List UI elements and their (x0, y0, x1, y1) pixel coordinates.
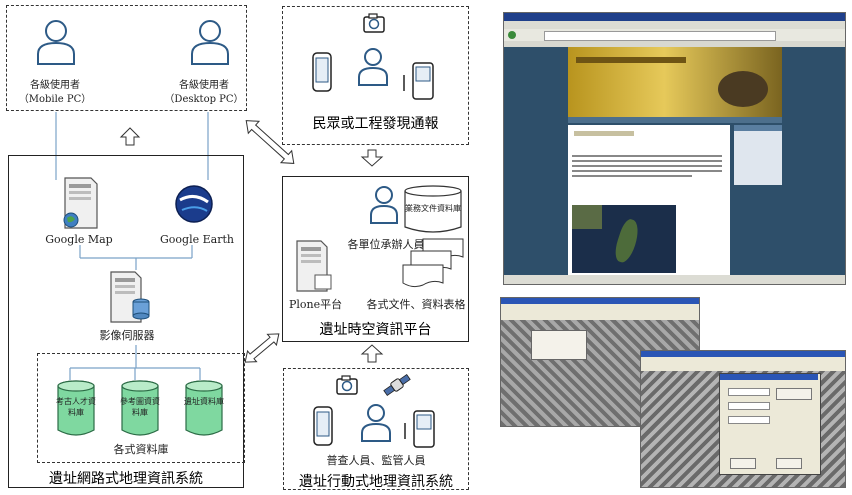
browser-menubar (504, 21, 845, 29)
reporter-person-icon (358, 48, 388, 86)
report-title: 民眾或工程發現通報 (312, 116, 439, 132)
db-item-label: 考古人才資料庫 (56, 397, 96, 417)
satellite-icon (383, 373, 411, 397)
mobile-gis-title: 遺址行動式地理資訊系統 (299, 474, 453, 490)
report-panel: 民眾或工程發現通報 (282, 6, 469, 145)
db-cylinder: 參考圖資資料庫 (120, 380, 160, 438)
field-staff-label: 普查人員、監管人員 (326, 454, 426, 467)
browser-titlebar (504, 13, 845, 21)
satellite-map[interactable] (572, 205, 676, 273)
dialog-button[interactable] (776, 388, 812, 400)
db-item-label: 遺址資料庫 (184, 397, 224, 406)
phone-icon (403, 62, 434, 100)
business-db-label: 業務文件資料庫 (405, 204, 461, 213)
users-panel: 各級使用者 （Mobile PC） 各級使用者 （Desktop PC） (6, 5, 247, 111)
db-item-label: 參考圖資資料庫 (120, 397, 160, 417)
context-menu[interactable] (531, 330, 587, 360)
content-area (568, 125, 730, 275)
google-earth-icon (175, 185, 213, 223)
site-nav (568, 117, 782, 123)
db-cylinder: 遺址資料庫 (184, 380, 224, 438)
platform-screenshot (503, 12, 846, 285)
tablet-icon (312, 52, 332, 92)
google-earth-label: Google Earth (160, 233, 234, 246)
field-person-icon (361, 404, 391, 442)
webgis-title: 遺址網路式地理資訊系統 (49, 471, 203, 487)
mobile-user-label: 各級使用者 (30, 80, 80, 91)
bookmarks-bar (504, 41, 845, 47)
staff-label: 各單位承辦人員 (347, 238, 425, 251)
browser-statusbar (504, 275, 845, 284)
dialog-cancel-button[interactable] (776, 458, 802, 469)
plone-label: Plone平台 (289, 298, 343, 311)
phone-icon (404, 410, 435, 448)
image-server-icon (110, 271, 150, 323)
platform-panel: 業務文件資料庫 各單位承辦人員 Plone平台 各式文件、資料表格 遺址時空資訊… (282, 176, 469, 342)
dialog-ok-button[interactable] (730, 458, 756, 469)
attribute-dialog[interactable] (719, 373, 821, 475)
camera-icon (336, 375, 358, 395)
image-server-label: 影像伺服器 (99, 329, 155, 342)
desktop-user-label: 各級使用者 (179, 80, 229, 91)
plone-server-icon (296, 240, 332, 292)
forms-label: 各式文件、資料表格 (366, 298, 466, 311)
db-group-label: 各式資料庫 (113, 443, 169, 456)
address-bar[interactable] (544, 31, 776, 41)
mobile-user-sub: （Mobile PC） (18, 94, 92, 105)
db-group: 考古人才資料庫 參考圖資資料庫 遺址資料庫 各式資料庫 (37, 353, 245, 463)
desktop-user-icon (191, 20, 229, 65)
mobile-screenshot-front (640, 350, 846, 488)
webgis-panel: Google Map Google Earth 影像伺服器 考古人才資料庫 參考… (8, 155, 245, 488)
desktop-user-sub: （Desktop PC） (164, 94, 244, 105)
mobile-user-icon (37, 20, 75, 65)
documents-icon (402, 238, 464, 288)
mobile-gis-panel: 普查人員、監管人員 遺址行動式地理資訊系統 (283, 368, 469, 490)
calendar-widget (734, 125, 782, 185)
camera-icon (363, 13, 385, 33)
site-banner (568, 47, 782, 117)
platform-title: 遺址時空資訊平台 (319, 322, 432, 338)
google-map-server-icon (63, 177, 98, 229)
google-map-label: Google Map (45, 233, 113, 246)
tablet-icon (313, 406, 333, 446)
db-cylinder: 考古人才資料庫 (56, 380, 96, 438)
staff-person-icon (370, 186, 398, 224)
business-db-icon: 業務文件資料庫 (403, 185, 463, 235)
